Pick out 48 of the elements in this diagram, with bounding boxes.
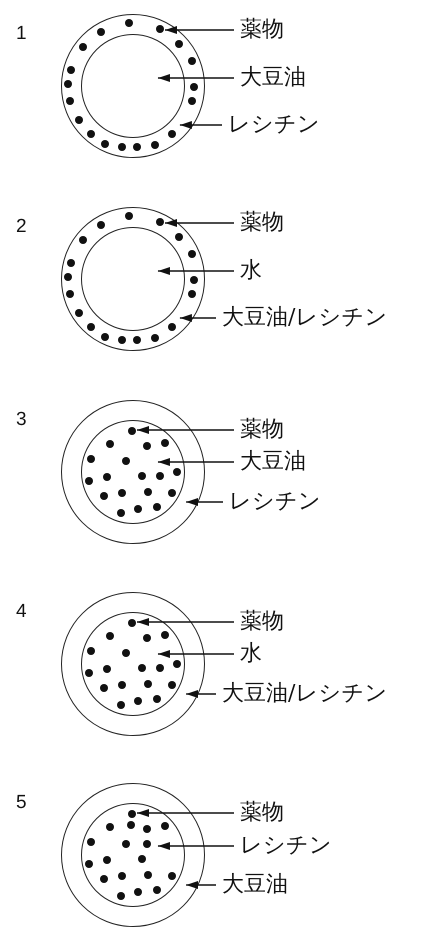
inner-circle: [81, 227, 185, 331]
drug-dot: [128, 810, 136, 818]
panel-number: 2: [16, 216, 27, 238]
leader-arrow: [180, 314, 216, 322]
leader-arrow: [180, 121, 222, 129]
component-label: 大豆油: [222, 872, 288, 898]
leader-arrow: [158, 650, 234, 658]
leader-arrow: [186, 881, 216, 889]
component-label: レシチン: [229, 489, 321, 515]
component-label: 水: [240, 258, 262, 284]
leader-arrow: [158, 458, 234, 466]
component-label: 薬物: [240, 800, 284, 826]
inner-circle: [81, 34, 185, 138]
component-label: レシチン: [228, 112, 320, 138]
component-label: 薬物: [240, 609, 284, 635]
component-label: 水: [240, 641, 262, 667]
component-label: 大豆油: [240, 449, 306, 475]
leader-arrow: [165, 26, 234, 34]
leader-arrow: [158, 267, 234, 275]
outer-circle: [61, 400, 205, 544]
leader-arrow: [186, 690, 216, 698]
component-label: 大豆油/レシチン: [222, 681, 388, 707]
leader-arrow: [158, 74, 234, 82]
drug-dot: [156, 218, 164, 226]
inner-circle: [81, 420, 185, 524]
component-label: 大豆油/レシチン: [222, 305, 388, 331]
panel-number: 1: [16, 23, 27, 45]
leader-arrow: [165, 219, 234, 227]
drug-dot: [128, 619, 136, 627]
outer-circle: [61, 592, 205, 736]
leader-arrow: [137, 809, 234, 817]
component-label: 大豆油: [240, 65, 306, 91]
leader-arrow: [158, 842, 234, 850]
component-label: 薬物: [240, 17, 284, 43]
inner-circle: [81, 612, 185, 716]
leader-arrow: [137, 618, 234, 626]
panel-number: 3: [16, 409, 27, 431]
drug-dot: [128, 427, 136, 435]
drug-dot: [156, 25, 164, 33]
panel-number: 4: [16, 601, 27, 623]
leader-arrow: [137, 426, 234, 434]
component-label: 薬物: [240, 210, 284, 236]
leader-arrow: [186, 498, 223, 506]
inner-circle: [81, 803, 185, 907]
component-label: 薬物: [240, 417, 284, 443]
outer-circle: [61, 783, 205, 927]
component-label: レシチン: [240, 833, 332, 859]
panel-number: 5: [16, 792, 27, 814]
